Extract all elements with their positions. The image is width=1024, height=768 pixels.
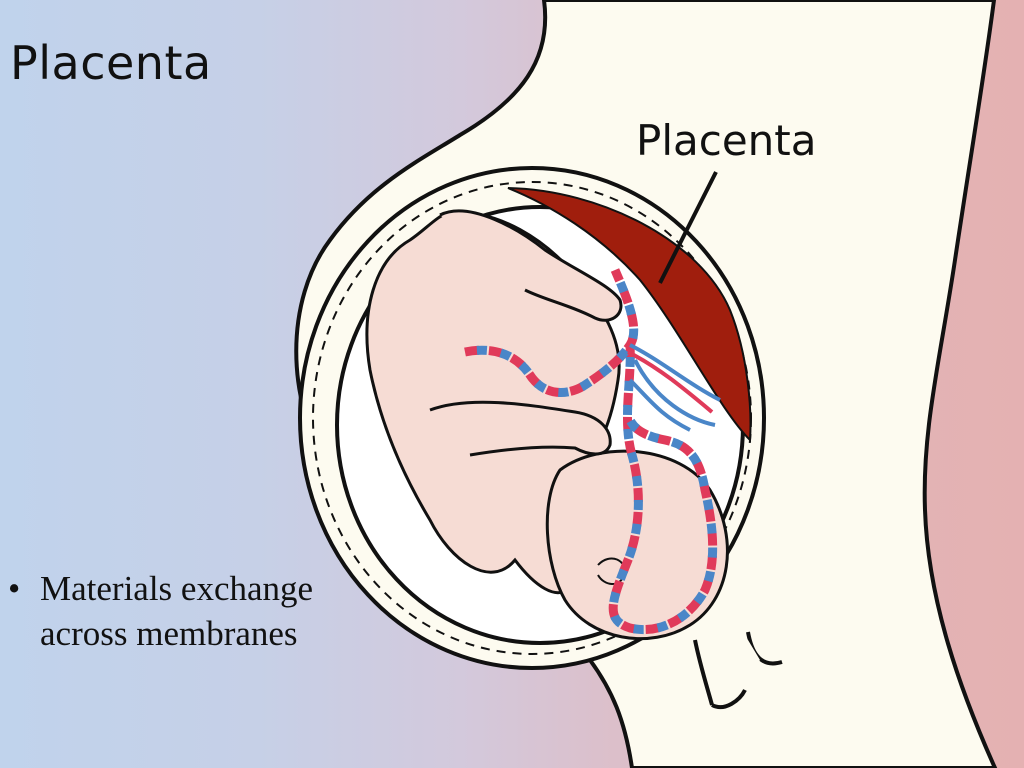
- placenta-shape: [507, 187, 752, 443]
- bullet-text-line-1: Materials exchange: [40, 569, 314, 608]
- cervix: [693, 631, 783, 710]
- label-pointer: [658, 171, 718, 284]
- fetus-arm: [429, 400, 612, 457]
- bullet-marker: •: [8, 569, 21, 608]
- umbilical-cord-vein: [464, 268, 718, 634]
- fetus-leg: [439, 209, 623, 322]
- umbilical-vessels-to-placenta: [628, 343, 721, 432]
- placenta-label: Placenta: [636, 116, 817, 165]
- bullet-text-line-2: across membranes: [40, 614, 298, 653]
- umbilical-cord-artery: [464, 268, 718, 634]
- slide-title: Placenta: [10, 36, 212, 90]
- bullet-list: • Materials exchange across membranes: [8, 566, 313, 656]
- bullet-item: • Materials exchange across membranes: [8, 566, 313, 656]
